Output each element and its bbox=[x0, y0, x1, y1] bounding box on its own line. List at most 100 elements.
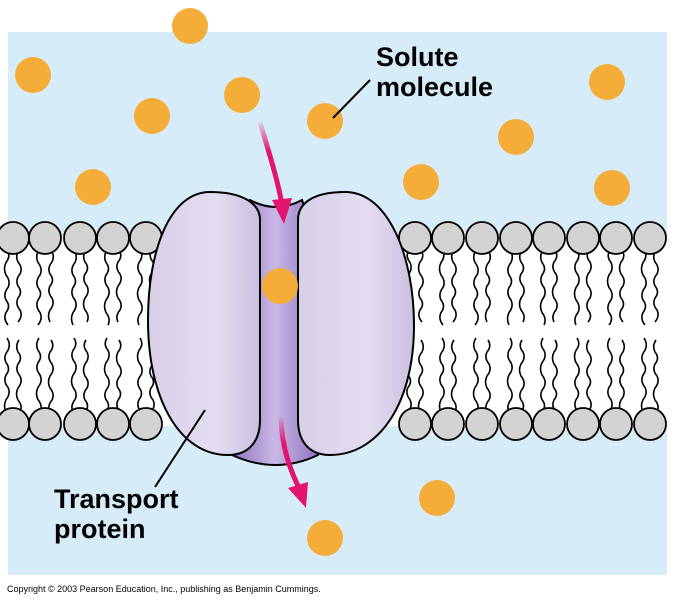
phospholipid-head-icon bbox=[96, 407, 130, 441]
lipid-tail bbox=[15, 249, 22, 323]
phospholipid-head-icon bbox=[599, 221, 633, 255]
lipid-tail bbox=[551, 339, 558, 413]
transport-label-line1: Transport bbox=[54, 484, 179, 514]
lipid-tail bbox=[472, 337, 479, 413]
phospholipid-head-icon bbox=[532, 407, 566, 441]
lipid-tail bbox=[47, 249, 55, 323]
phospholipid-head-icon bbox=[0, 221, 30, 255]
transport-label-line2: protein bbox=[54, 514, 146, 545]
lipid-tail bbox=[573, 337, 580, 413]
lipid-tail bbox=[3, 337, 11, 413]
lipid-tail bbox=[606, 337, 613, 413]
lipid-tail bbox=[115, 249, 122, 323]
arrow-out-of-channel bbox=[278, 417, 303, 492]
lipid-tail bbox=[573, 249, 580, 326]
lipid-tail bbox=[136, 337, 143, 413]
lipid-tail bbox=[539, 337, 546, 413]
arrow-head-out-of-channel bbox=[288, 482, 308, 508]
solute-molecule-icon bbox=[307, 103, 343, 139]
solute-molecule-icon bbox=[594, 170, 630, 206]
lipid-tail bbox=[438, 337, 446, 413]
lipid-tail bbox=[82, 249, 89, 323]
lipid-tail bbox=[506, 249, 514, 326]
protein-right-lobe bbox=[297, 190, 416, 457]
lipid-tail bbox=[136, 249, 143, 326]
solute-molecule-icon bbox=[262, 268, 298, 304]
phospholipid-head-icon bbox=[465, 407, 499, 441]
solute-molecule-icon bbox=[589, 64, 625, 100]
phospholipid-head-icon bbox=[96, 221, 130, 255]
lipid-tail bbox=[618, 249, 625, 323]
lipid-tail bbox=[438, 249, 445, 326]
solute-molecule-icon bbox=[307, 520, 343, 556]
phospholipid-head-icon bbox=[398, 407, 432, 441]
solute-molecule-icon bbox=[419, 480, 455, 516]
solute-molecule-icon bbox=[172, 8, 208, 44]
phospholipid-head-icon bbox=[532, 221, 566, 255]
lipid-tail bbox=[70, 337, 77, 413]
phospholipid-head-icon bbox=[129, 407, 163, 441]
lipid-tail bbox=[585, 249, 592, 323]
phospholipid-head-icon bbox=[566, 221, 600, 255]
solute-molecule-icon bbox=[224, 77, 260, 113]
solute-molecule-icon bbox=[15, 57, 51, 93]
lipid-tail bbox=[484, 339, 491, 413]
lipid-tail bbox=[70, 249, 78, 326]
lipid-tail bbox=[585, 339, 592, 413]
phospholipid-head-icon bbox=[633, 407, 667, 441]
lipid-tail bbox=[115, 339, 122, 413]
transport-protein-label: Transport protein bbox=[54, 484, 179, 544]
lipid-tail bbox=[35, 337, 42, 413]
phospholipid-head-icon bbox=[566, 407, 600, 441]
solute-molecule-label: Solute molecule bbox=[376, 42, 493, 102]
lipid-tail bbox=[3, 249, 10, 326]
lipid-tail bbox=[450, 339, 457, 413]
solute-molecule-icon bbox=[75, 169, 111, 205]
lipid-tail bbox=[518, 339, 525, 413]
arrow-into-channel bbox=[257, 121, 285, 206]
phospholipid-head-icon bbox=[633, 221, 667, 255]
transport-leader-line bbox=[154, 409, 206, 488]
phospholipid-head-icon bbox=[63, 221, 97, 255]
lipid-tail bbox=[640, 337, 648, 413]
solute-label-line1: Solute bbox=[376, 42, 459, 72]
lipid-tail bbox=[417, 339, 425, 413]
solute-label-line2: molecule bbox=[376, 72, 494, 103]
lipid-tail bbox=[484, 249, 492, 323]
solute-molecule-icon bbox=[403, 164, 439, 200]
phospholipid-head-icon bbox=[599, 407, 633, 441]
lipid-tail bbox=[82, 339, 89, 413]
lipid-tail bbox=[15, 339, 22, 413]
phospholipid-head-icon bbox=[28, 407, 62, 441]
copyright-notice: Copyright © 2003 Pearson Education, Inc.… bbox=[7, 584, 321, 594]
phospholipid-head-icon bbox=[431, 407, 465, 441]
lipid-tail bbox=[47, 339, 54, 413]
lipid-tail bbox=[472, 249, 479, 326]
phospholipid-head-icon bbox=[28, 221, 62, 255]
transport-protein-icon bbox=[146, 190, 416, 466]
lipid-tail bbox=[539, 249, 546, 326]
lipid-tail bbox=[606, 249, 613, 326]
phospholipid-head-icon bbox=[431, 221, 465, 255]
solute-molecule-icon bbox=[498, 119, 534, 155]
lipid-tail bbox=[518, 249, 525, 323]
lipid-tail bbox=[652, 249, 659, 323]
arrow-head-into-channel bbox=[272, 198, 292, 224]
lipid-tail bbox=[506, 337, 513, 413]
lipid-tail bbox=[652, 339, 659, 413]
lipid-tails bbox=[3, 249, 659, 413]
lipid-tail bbox=[640, 249, 647, 326]
protein-left-lobe bbox=[146, 190, 261, 457]
lipid-tail bbox=[103, 249, 110, 326]
lipid-tail bbox=[450, 249, 457, 323]
lipid-tail bbox=[618, 339, 626, 413]
phospholipid-head-icon bbox=[0, 407, 30, 441]
arrow-icon bbox=[257, 121, 308, 508]
phospholipid-head-icon bbox=[63, 407, 97, 441]
phospholipid-head-icon bbox=[499, 221, 533, 255]
lipid-heads bbox=[0, 221, 667, 441]
lipid-tail bbox=[551, 249, 558, 323]
solute-molecule-icon bbox=[134, 98, 170, 134]
solute-molecules bbox=[15, 8, 630, 556]
